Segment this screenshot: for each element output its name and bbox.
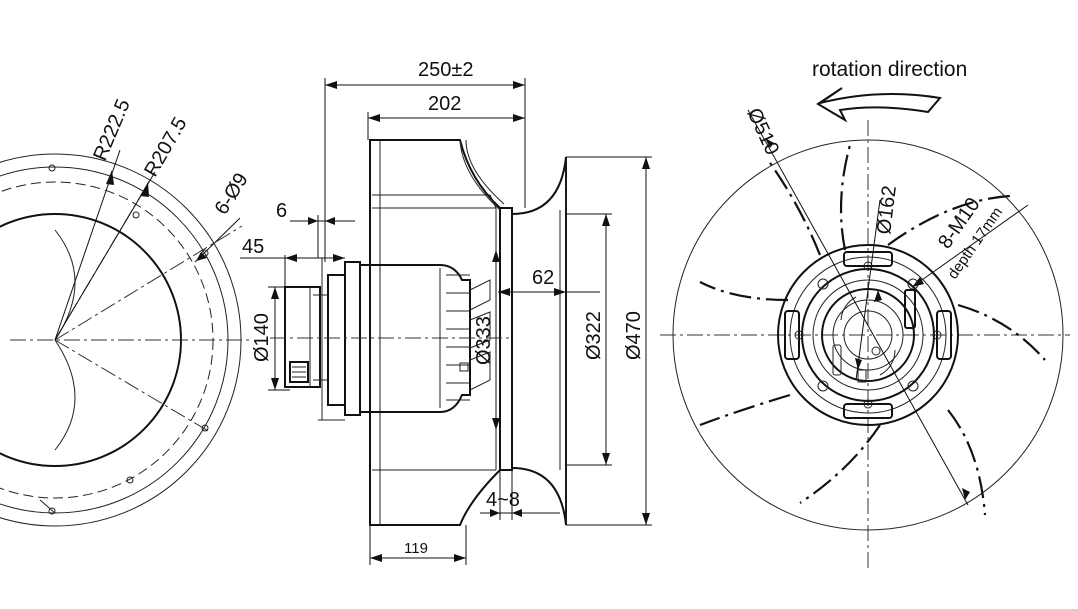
hub-outer-ring [777, 244, 959, 426]
impeller-diameter-line [747, 109, 969, 506]
r207-leader [54, 171, 156, 341]
motor-offset-label: 45 [242, 236, 264, 258]
mount-flange [327, 274, 346, 406]
radius-outer-label: R222.5 [89, 96, 134, 164]
bottom-length-label: 119 [404, 540, 428, 557]
outer-diameter-label: Ø470 [623, 311, 645, 360]
rotation-arrow-icon [816, 87, 942, 123]
rotor-housing [359, 264, 471, 413]
impeller-blades [699, 144, 1046, 516]
radius-inner-label: R207.5 [140, 114, 191, 181]
rotation-direction-label: rotation direction [812, 58, 967, 81]
side-view [270, 139, 567, 526]
edge-line [39, 499, 56, 514]
hub-flange [801, 268, 935, 402]
inlet-nozzle [511, 156, 567, 526]
cable-gland [289, 361, 309, 383]
gap-label: 4~8 [486, 489, 520, 511]
inlet-diameter-label: Ø322 [583, 311, 605, 360]
impeller-body [369, 139, 501, 526]
bolt-circle-label: Ø162 [873, 184, 901, 235]
overall-length-label: 250±2 [418, 59, 473, 81]
impeller-length-label: 202 [428, 93, 461, 115]
hole-centerline [54, 225, 243, 341]
motor-diameter-label: Ø140 [251, 313, 273, 362]
impeller-diameter-label: Ø510 [742, 105, 783, 159]
motor-box [284, 286, 321, 388]
front-view [660, 120, 1070, 570]
rotor-marker [459, 362, 469, 372]
inlet-depth-label: 62 [532, 267, 554, 289]
left-partial-view [0, 149, 250, 527]
hole-centerline-lower [54, 339, 211, 433]
hub-assembly [777, 244, 959, 426]
side-dimensions [240, 78, 652, 565]
thread-leader [911, 204, 1029, 288]
bolt-circle-line [855, 199, 881, 381]
front-dimensions [747, 109, 1029, 506]
gap-ring [500, 207, 513, 471]
hub-diameter-label: Ø333 [473, 316, 495, 365]
holes-label: 6-Ø9 [211, 169, 253, 218]
flange-thickness-label: 6 [276, 200, 287, 222]
